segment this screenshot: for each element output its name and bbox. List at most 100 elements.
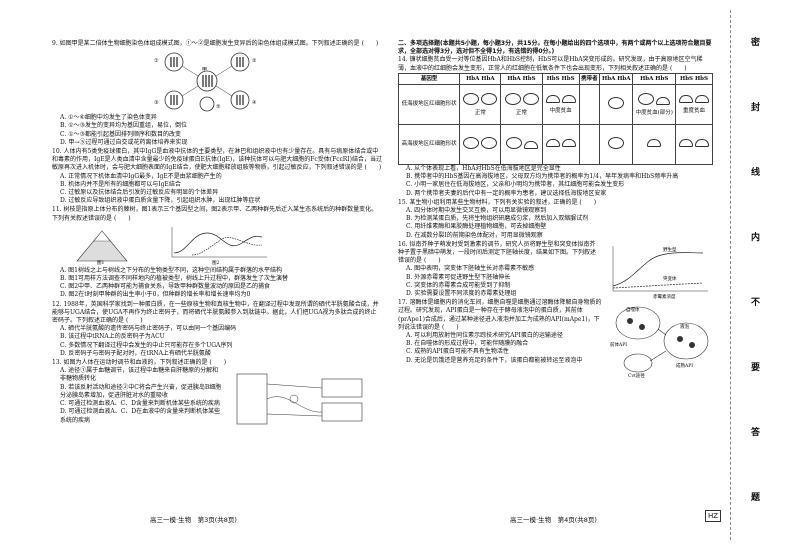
fig-label-jia: 甲 bbox=[202, 67, 207, 73]
q11-option-a: A. 图1树线之上与树线之下分布的生物类型不同，这种空间结构属于群落的水平结构 bbox=[60, 266, 282, 274]
q16-paren: ( ) bbox=[423, 257, 441, 265]
q17-option-b: B. 在自噬体的形成过程中，可能伴随膜的融合 bbox=[406, 340, 529, 348]
q9-option-d: D. 甲→⑤过程可通过自交或花药离体培养来实现 bbox=[60, 138, 188, 146]
question-10: 10. 人体内有5类免疫球蛋白，其中IgG是血液中抗体的主要类型，在淋巴和组织液… bbox=[52, 148, 382, 205]
binding-char-7: 题 bbox=[751, 493, 761, 503]
population-figure: 图2 bbox=[171, 226, 267, 265]
q16-option-d: D. 实验需要设置不同浓度的赤霉素处理组 bbox=[406, 290, 517, 298]
binding-char-6: 答 bbox=[751, 428, 761, 438]
q13-option-a: A. 途径①属于血糖调节，该过程中血糖来自肝糖原的分解和非糖物质转化 bbox=[60, 367, 219, 383]
q15-option-b: B. 为检测某蛋白质，先将生物组织研磨成匀浆，然后加入双缩脲试剂 bbox=[406, 215, 589, 223]
q14-option-b: B. 携带者中的HbS基因在高海拔地区，父母双方均为携带者的概率为1/4，早年发… bbox=[406, 173, 679, 181]
q12-option-b: B. 该过程中tRNA上的反密码子为ACU bbox=[60, 333, 165, 341]
fig-label-4: ④ bbox=[252, 100, 257, 106]
cell-normal-2: 正常 bbox=[500, 84, 543, 126]
fig-label-1: ① bbox=[154, 58, 159, 64]
binding-char-4: 不 bbox=[751, 298, 761, 308]
binding-char-2: 线 bbox=[751, 168, 761, 178]
th-4: 携带者 bbox=[578, 72, 601, 86]
q11-stem: 11. 树枝是指原上体分布的棘树，图1表示三个基因型之间，图2表示甲、乙两种群先… bbox=[52, 206, 378, 222]
question-12: 12. 1988年，英国科学家找到一种蛋白质，在一些原核生物和真核生物中，在翻译… bbox=[52, 301, 382, 358]
q11-option-b: B. 图1可用样方法调查不同样地内的植被类型，树线上升过程中，群落发生了次生演替 bbox=[60, 275, 289, 283]
q10-option-c: C. 过敏原以及抗体结合后引发的过敏反应有明显的个体差异 bbox=[60, 189, 219, 197]
q10-option-b: B. 机体内并不是所有的细胞都可以与IgE结合 bbox=[60, 180, 181, 188]
th-0: 基因型 bbox=[397, 72, 461, 86]
q14-option-c: C. 小明一家居住在低海拔地区，父亲和小明均为携带者，其红细胞可能会发生变形 bbox=[406, 181, 625, 189]
cell-empty-1 bbox=[578, 84, 601, 126]
fig-label-2: ② bbox=[252, 58, 257, 64]
chromosome-diagram: ① ② ③ ④ ⑤ 甲 bbox=[154, 52, 257, 112]
binding-char-5: 要 bbox=[751, 363, 761, 373]
q14-option-d: D. 两个携带者夫妻的后代中有一定的概率为患者，建议选择低海拔地区安家 bbox=[406, 189, 607, 197]
q12-option-c: C. 多数情况下翻译过程中会发生的中止只可能存在多个UGA序列 bbox=[60, 341, 233, 349]
q16-stem: 16. 拟南芥种子萌发时受到激素的调节，研究人员将野生型和突变体拟南芥种子置于黑… bbox=[398, 240, 597, 265]
code-badge: HZ bbox=[705, 510, 722, 522]
q15-paren: ( ) bbox=[579, 198, 597, 206]
q9-option-a: A. ①～⑥细胞中均发生了染色体变异 bbox=[60, 114, 157, 122]
right-column: 二、多项选择题(本题共5小题，每小题3分，共15分。在每小题给出的四个选项中，有… bbox=[397, 40, 714, 379]
diag-label-cvt: Cvt途径 bbox=[628, 372, 645, 379]
question-17: 17. 溶酶体是细胞内的消化车间，细胞自噬是细胞通过溶酶体降解自身物质的过程。研… bbox=[398, 299, 713, 379]
binding-char-0: 密 bbox=[751, 38, 761, 48]
q17-option-d: D. 无论是饥饿还是营养充足的条件下，该蛋白都能被转运至液泡中 bbox=[406, 356, 583, 364]
fig1-label: 图1 bbox=[97, 260, 104, 265]
graph-legend-wild: 野生型 bbox=[663, 246, 677, 253]
q14-stem: 14. 镰状细胞贫血受一对等位基因HbA和HbS控制，HbS可以是HbA突变形成… bbox=[398, 56, 703, 72]
q16-option-c: C. 突变体的赤霉素合成可能受到了抑制 bbox=[406, 281, 511, 289]
graph-legend-mutant: 突变体 bbox=[663, 275, 677, 282]
cell-severe-1: 重度贫血 bbox=[674, 84, 714, 126]
q12-option-a: A. 硒代半胱氨酸的遗传密码与终止密码子，可以由同一个基因编码 bbox=[60, 325, 237, 333]
q9-paren: ( ) bbox=[361, 40, 379, 47]
q11-option-d: D. 图2在t时刻甲种群的出生率小于0，但种群的增长率和增长速率均为0 bbox=[60, 291, 251, 299]
q17-option-a: A. 可以利用放射性同位素示踪技术研究API蛋白的运输途径 bbox=[406, 332, 563, 340]
th-3: HbS HbS bbox=[541, 72, 580, 86]
q15-stem: 15. 某生物小组利用某些生物材料，下列有关实验的叙述，正确的是 bbox=[398, 198, 578, 206]
q14-option-a: A. 从个体表现上看，HbA对HbS在低海拔地区是完全显性 bbox=[406, 165, 561, 173]
q16-option-b: B. 外源赤霉素可促进野生型下胚轴伸长 bbox=[406, 273, 511, 281]
q15-option-a: A. 四分体时期中发生交叉互换，可以用显微镜观察到 bbox=[406, 207, 547, 215]
th-1: HbA HbA bbox=[459, 72, 502, 86]
q16-option-a: A. 图中表明，突变体下胚轴生长对赤霉素不敏感 bbox=[406, 265, 535, 273]
q17-stem: 17. 溶酶体是细胞内的消化车间，细胞自噬是细胞通过溶酶体降解自身物质的过程。研… bbox=[398, 299, 602, 331]
cell-mid-1: 中度贫血 bbox=[541, 84, 580, 126]
diag-label-mature: 成熟API bbox=[676, 362, 693, 369]
q11-figures: 图1 图2 bbox=[72, 225, 382, 265]
q17-paren: ( ) bbox=[441, 323, 459, 331]
q14-table: 基因型 HbA HbA HbA HbS HbS HbS 携带者 HbA HbA … bbox=[397, 72, 714, 166]
q10-option-a: A. 正常情况下机体血清中IgG最多，IgE不是由浆细胞产生的 bbox=[60, 172, 222, 180]
graph-x-label: 赤霉素浓度 bbox=[653, 293, 676, 300]
q15-option-d: D. 在减数分裂I的前期染色体配对，可用显微镜观察 bbox=[406, 231, 543, 239]
cell-mid-2: 中度贫血(部分) bbox=[632, 84, 676, 126]
th-6: HbA HbS bbox=[632, 72, 676, 86]
right-page-footer: 高三一模·生物 第4页(共8页) bbox=[510, 516, 597, 524]
q12-stem: 12. 1988年，英国科学家找到一种蛋白质，在一些原核生物和真核生物中，在翻译… bbox=[52, 300, 379, 325]
row2-label: 高海拔地区红细胞形状 bbox=[397, 124, 461, 166]
q17-option-c: C. 成熟的API蛋白可能不具有生物活性 bbox=[406, 348, 509, 356]
q9-option-b: B. ①～③发生的变异均为基因重组，易位，倒位 bbox=[60, 122, 187, 130]
diag-label-autophagosome: 自噬体 bbox=[626, 306, 640, 313]
question-16: 16. 拟南芥种子萌发时受到激素的调节，研究人员将野生型和突变体拟南芥种子置于黑… bbox=[398, 240, 713, 300]
q14-paren: ( ) bbox=[669, 64, 687, 72]
left-column: 9. 如图甲是某二倍体生物细胞染色体组成模式图，①～②是细胞发生变异后的染色体组… bbox=[52, 40, 382, 426]
question-9: 9. 如图甲是某二倍体生物细胞染色体组成模式图，①～②是细胞发生变异后的染色体组… bbox=[52, 40, 382, 147]
th-7: HbS HbS bbox=[674, 72, 714, 86]
q13-option-d: D. 可通过检测血液A、C、D在血液中的含量来判断机体某些系统的疾病 bbox=[60, 408, 221, 424]
section-heading: 二、多项选择题(本题共5小题，每小题3分，共15分。在每小题给出的四个选项中，有… bbox=[398, 40, 712, 56]
q12-option-d: D. 反密码子与密码子配对时，在tRNA上有硒代半胱氨酸 bbox=[60, 349, 211, 357]
q12-paren: ( ) bbox=[125, 317, 143, 325]
row1-label: 低海拔地区红细胞形状 bbox=[397, 84, 461, 126]
q11-option-c: C. 图2中甲、乙两种群可能为捕食关系，导致甲种群数量波动的原因是乙的捕食 bbox=[60, 283, 271, 291]
left-page-footer: 高三一模·生物 第3页(共8页) bbox=[150, 516, 237, 524]
q17-autophagy-diagram: 自噬体 液泡 前体API 成熟API Cvt途径 bbox=[610, 306, 709, 379]
th-5: HbA HbA bbox=[599, 72, 634, 86]
cell-normal-3 bbox=[599, 84, 634, 126]
question-14: 14. 镰状细胞贫血受一对等位基因HbA和HbS控制，HbS可以是HbA突变形成… bbox=[397, 56, 714, 197]
binding-margin: 密 封 线 内 不 要 答 题 bbox=[730, 10, 785, 540]
q13-stem: 13. 如图为人体在运动时调节和血液的，下列叙述正确的是 bbox=[52, 359, 208, 367]
q9-option-c: C. ①～③都能引起基因排列顺序和数目的改变 bbox=[60, 130, 181, 138]
q10-option-d: D. 过敏反应导致组织液中蛋白质含量下降，引起组织水肿，出现红肿等症状 bbox=[60, 197, 261, 205]
cell-normal-1: 正常 bbox=[459, 84, 502, 126]
q16-graph: 野生型 突变体 赤霉素浓度 bbox=[612, 245, 708, 300]
q13-regulation-diagram bbox=[236, 373, 363, 425]
q10-stem: 10. 人体内有5类免疫球蛋白，其中IgG是血液中抗体的主要类型，在淋巴和组织液… bbox=[52, 148, 382, 172]
